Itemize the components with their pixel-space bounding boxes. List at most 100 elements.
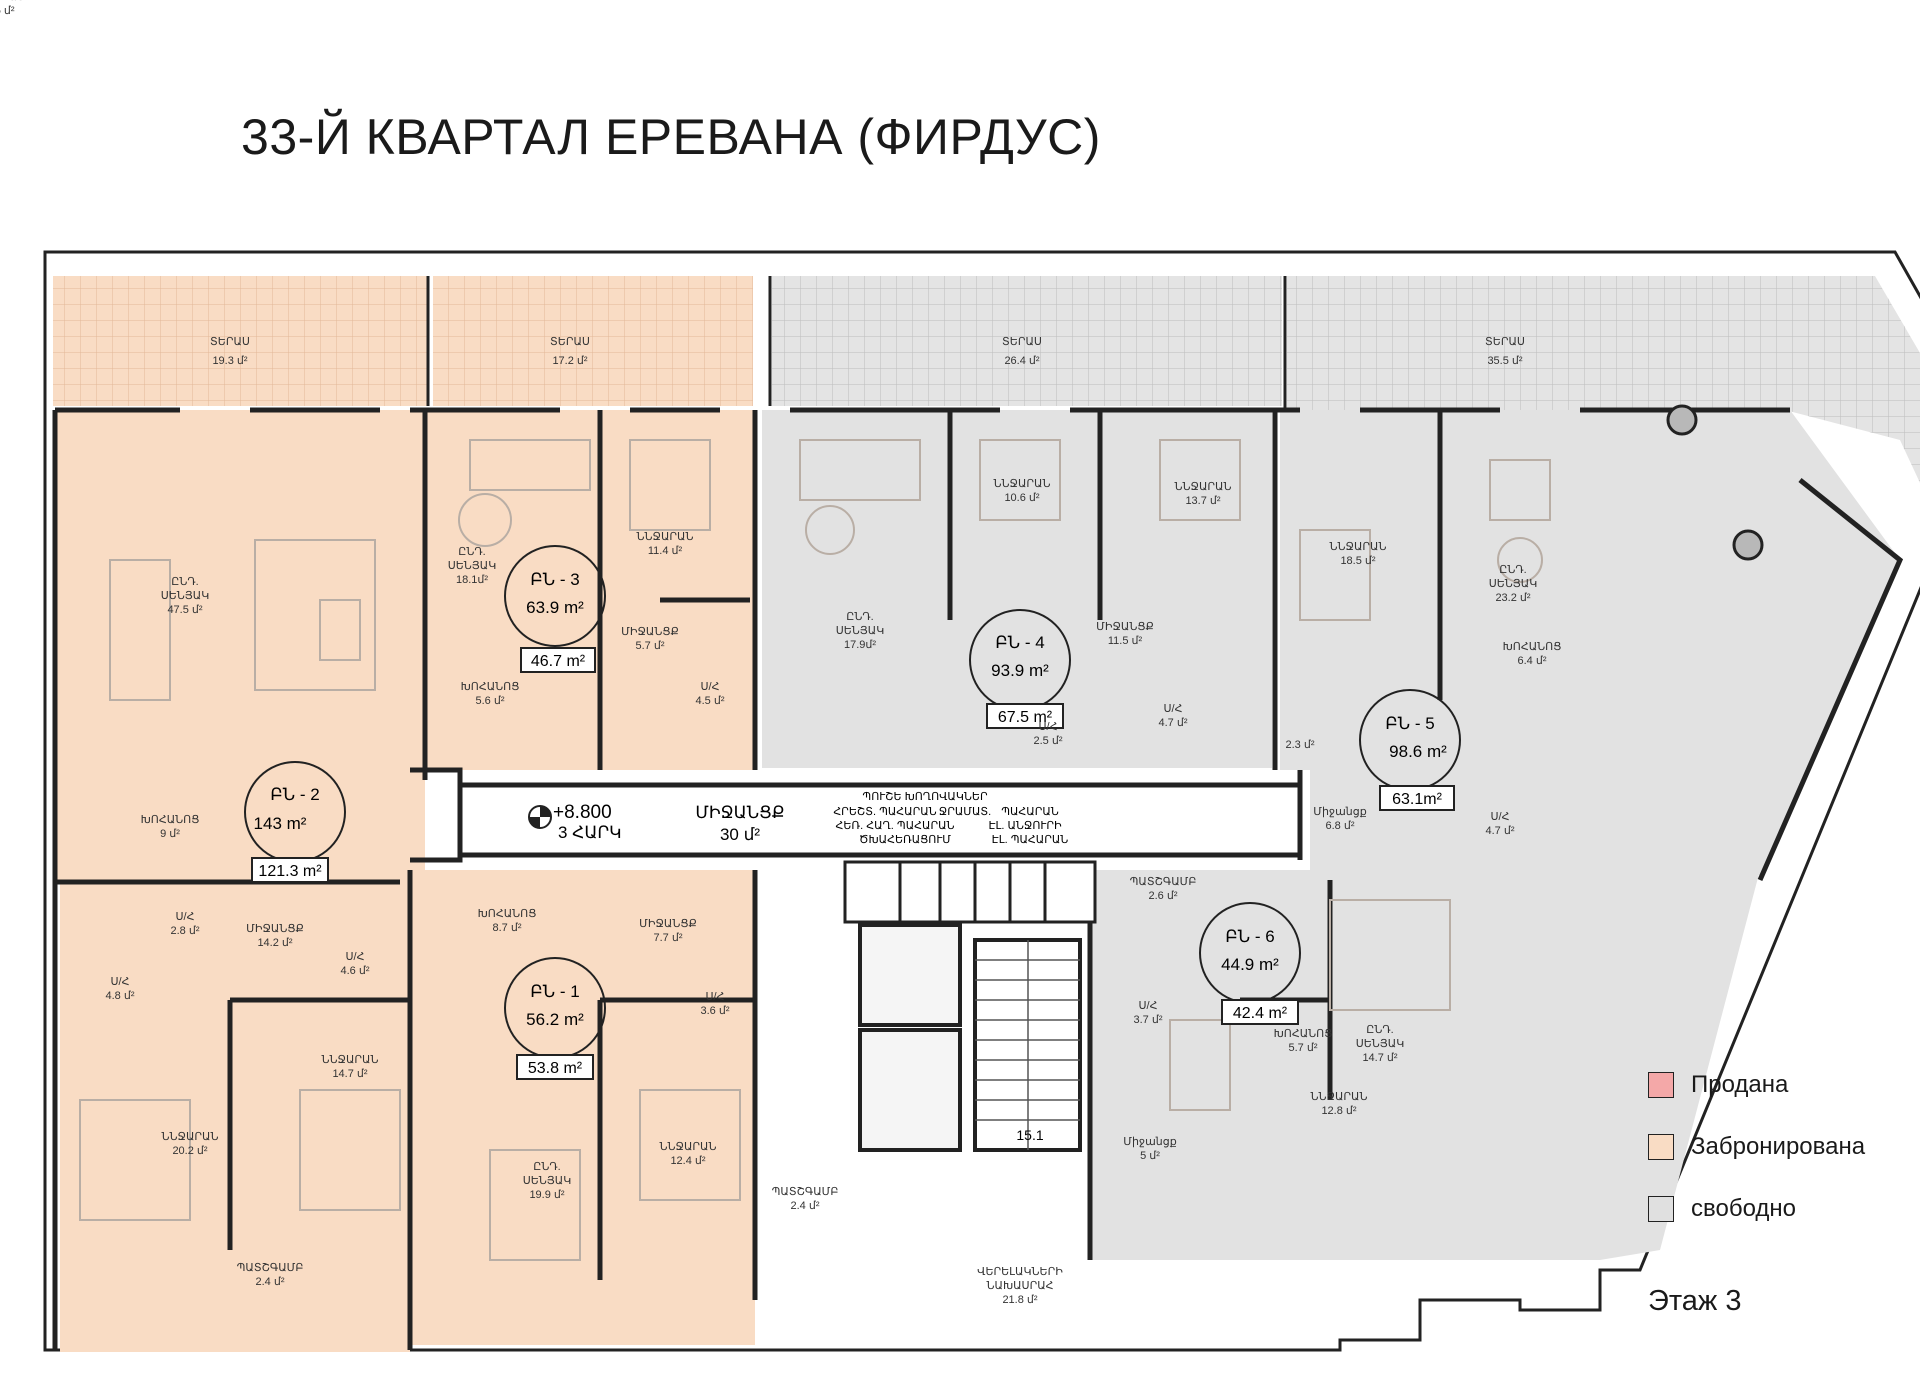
- shaft-label: ՋՐԱՄԱՏ.: [939, 806, 991, 818]
- terrace-1: [53, 276, 428, 406]
- corridor-labels: +8.800 3 ՀԱՐԿ ՄԻՋԱՆՑՔ 30 մ² ՊՈՒՇԵ ԽՈՂՈՎԱ…: [553, 791, 1068, 1143]
- badge-apt-1[interactable]: ԲՆ - 1 56.2 m² 53.8 m²: [504, 957, 606, 1080]
- terrace-area: 19.3 մ²: [212, 355, 247, 367]
- room-label: 2.3 մ²: [1286, 739, 1315, 751]
- elevation-marker: [528, 805, 552, 829]
- legend-swatch-sold: [1648, 1072, 1674, 1098]
- shaft-label: ՀԵՌ. ՀԱՂ. ՊԱՀԱՐԱՆ: [835, 820, 954, 832]
- badge-total: 93.9 m²: [991, 661, 1049, 680]
- badge-code: ԲՆ - 1: [530, 982, 579, 1001]
- shaft-boxes: [843, 860, 1097, 924]
- stair-treads: [975, 940, 1080, 1150]
- badge-net: 121.3 m²: [258, 863, 322, 880]
- badge-net: 67.5 m²: [998, 709, 1053, 726]
- zone-apt-2: [57, 410, 425, 882]
- shaft-label: ԷԼ. ՊԱՀԱՐԱՆ: [992, 834, 1069, 846]
- badge-code: ԲՆ - 2: [270, 785, 319, 804]
- shaft-label: ՊԱՀԱՐԱՆ: [1001, 806, 1059, 818]
- badge-net: 53.8 m²: [528, 1060, 583, 1077]
- badge-code: ԲՆ - 3: [530, 570, 579, 589]
- zone-apt-5: [1280, 410, 1900, 875]
- page-title: 33-Й КВАРТАЛ ЕРЕВАНА (ФИРДУС): [241, 109, 1101, 165]
- zone-apt-2-lower: [60, 882, 410, 1352]
- terrace-label: ՏԵՐԱՍ: [210, 336, 250, 348]
- shaft-label: ԷԼ. ԱՆՋՈՒՐԻ: [988, 820, 1062, 832]
- walls: [52, 407, 1904, 1350]
- legend-label: Продана: [1691, 1071, 1789, 1098]
- terrace-labels: ՏԵՐԱՍ 19.3 մ² ՏԵՐԱՍ 17.2 մ² ՏԵՐԱՍ 26.4 մ…: [210, 336, 1525, 367]
- terrace-label: ՏԵՐԱՍ: [1485, 336, 1525, 348]
- terrace-2: [433, 276, 753, 406]
- elevation-value: +8.800: [553, 802, 612, 823]
- badge-apt-3[interactable]: ԲՆ - 3 63.9 m² 46.7 m²: [504, 545, 606, 673]
- badge-total: 56.2 m²: [526, 1010, 584, 1029]
- terrace-area: 26.4 մ²: [1004, 355, 1039, 367]
- badge-total: 63.9 m²: [526, 598, 584, 617]
- corridor-name: ՄԻՋԱՆՑՔ: [695, 803, 784, 822]
- badge-apt-5[interactable]: ԲՆ - 5 98.6 m² 63.1m²: [1359, 689, 1461, 811]
- terrace-label: ՏԵՐԱՍ: [1002, 336, 1042, 348]
- legend-label: Забронирована: [1691, 1133, 1866, 1160]
- badge-code: ԲՆ - 4: [995, 633, 1044, 652]
- badge-apt-6[interactable]: ԲՆ - 6 44.9 m² 42.4 m²: [1199, 902, 1301, 1025]
- terrace-4: [1287, 276, 1920, 483]
- badge-net: 63.1m²: [1392, 791, 1442, 808]
- floor-number: 3 ՀԱՐԿ: [558, 823, 622, 842]
- badge-total: 44.9 m²: [1221, 955, 1279, 974]
- legend-swatch-free: [1648, 1196, 1674, 1222]
- badge-apt-4[interactable]: ԲՆ - 4 93.9 m² 67.5 m²: [969, 609, 1071, 729]
- terraces: [53, 276, 1920, 483]
- terrace-3: [772, 276, 1282, 406]
- badge-total: 143 m²: [254, 814, 307, 833]
- legend-swatch-reserved: [1648, 1134, 1674, 1160]
- badge-apt-2[interactable]: ԲՆ - 2 143 m² 121.3 m²: [244, 761, 346, 883]
- corridor-area: 30 մ²: [720, 825, 760, 844]
- zone-apt-6: [1090, 870, 1760, 1260]
- furniture: [79, 439, 1551, 1261]
- shaft-label: ԾԽԱՀԵՌԱՑՈՒՄ: [859, 834, 951, 846]
- columns: [1666, 404, 1764, 561]
- badge-net: 42.4 m²: [1233, 1005, 1288, 1022]
- badge-code: ԲՆ - 5: [1385, 714, 1434, 733]
- badge-code: ԲՆ - 6: [1225, 927, 1274, 946]
- badge-total: 98.6 m²: [1389, 742, 1447, 761]
- terrace-area: 35.5 մ²: [1487, 355, 1522, 367]
